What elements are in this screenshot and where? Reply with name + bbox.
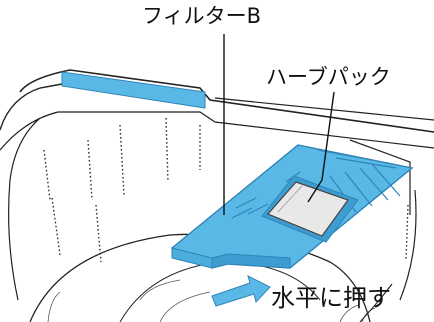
drum-floor-ticks <box>339 304 376 322</box>
drum-rim-left <box>0 83 63 131</box>
pulsator-detail-1 <box>139 279 181 301</box>
drum-inner-rim <box>0 111 434 151</box>
label-filter-b: フィルターB <box>142 4 261 28</box>
drum-wall-left <box>8 117 41 301</box>
leader-line-herb-pack-tip <box>307 179 323 203</box>
upper-filter-strip <box>61 71 206 109</box>
herb-pack <box>266 181 349 237</box>
lid-edge <box>214 97 434 121</box>
leader-line-herb-pack <box>321 91 335 181</box>
filter-housing-right <box>349 139 411 215</box>
drum-wall-bottom-right <box>359 283 393 322</box>
drum-floor-detail <box>47 291 61 322</box>
herb-pack-fold <box>277 185 303 213</box>
pulsator-detail-2 <box>159 291 211 322</box>
label-push-horizontal: 水平に押す <box>271 284 391 312</box>
push-arrow-icon <box>211 275 271 307</box>
drum-wall-right <box>399 189 417 301</box>
label-herb-pack: ハーブパック <box>266 65 391 89</box>
drum-rim-outline <box>19 69 434 133</box>
perforation-rows <box>43 117 409 263</box>
